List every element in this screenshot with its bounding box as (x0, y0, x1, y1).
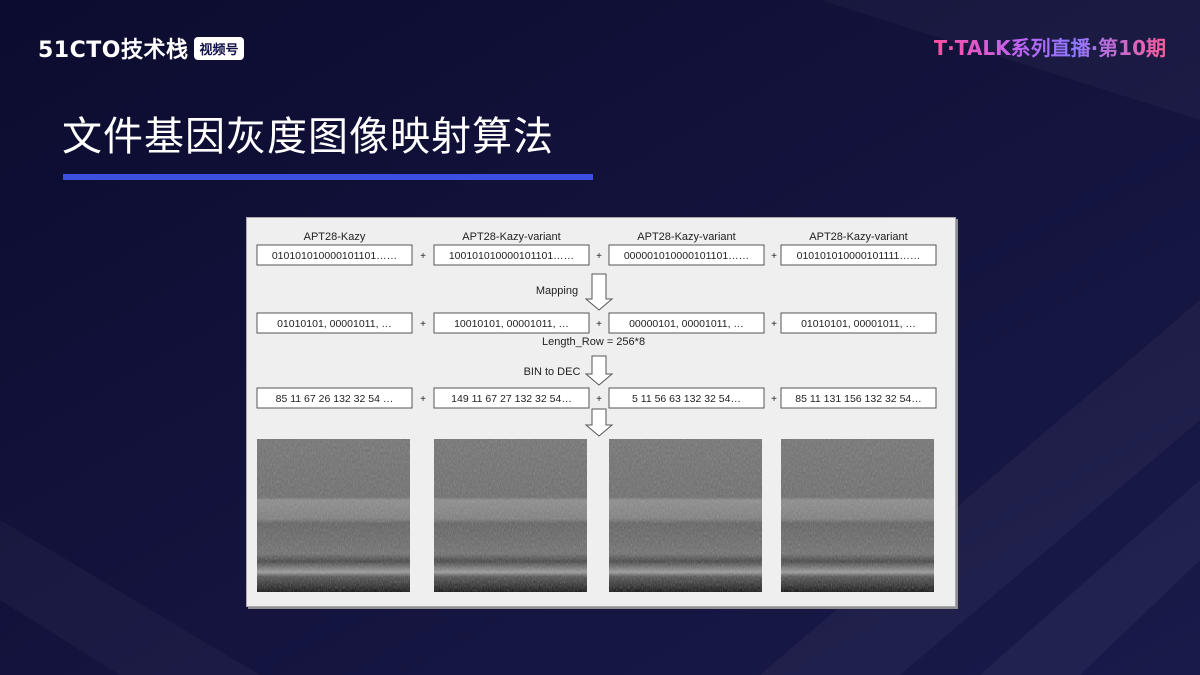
step-label-mapping: Mapping (536, 285, 578, 297)
row-decimal-box-3 (608, 387, 765, 409)
row-bytes-text-4: 01010101, 00001011, … (801, 318, 916, 330)
plus-sign-row-decimal-2: + (596, 394, 602, 405)
series-label: T·TALK系列直播·第10期 (934, 32, 1166, 61)
row-bytes-text-3: 00000101, 00001011, … (629, 318, 744, 330)
plus-sign-row-binary-1: + (420, 251, 426, 262)
down-arrow-bin-to-dec (584, 355, 614, 386)
row-bytes-text-1: 01010101, 00001011, … (277, 318, 392, 330)
column-label-3: APT28-Kazy-variant (637, 231, 735, 243)
brand-logo-text: 51CTO技术栈 (38, 38, 189, 63)
column-label-4: APT28-Kazy-variant (809, 231, 907, 243)
row-binary-box-1 (256, 244, 413, 266)
mapping-diagram-svg: APT28-Kazy 010101010000101101…… 01010101, … (256, 231, 937, 592)
row-bytes-box-4 (780, 312, 937, 334)
column-label-1: APT28-Kazy (304, 231, 366, 243)
down-arrow-to-image (584, 408, 614, 437)
row-decimal-text-2: 149 11 67 27 132 32 54… (451, 393, 572, 405)
row-binary-text-3: 000001010000101101…… (624, 250, 749, 262)
grayscale-image-noise-4 (781, 439, 934, 592)
row-decimal-box-4 (780, 387, 937, 409)
row-bytes-box-1 (256, 312, 413, 334)
step-label-bin-to-dec: BIN to DEC (524, 366, 581, 378)
row-binary-box-3 (608, 244, 765, 266)
row-bytes-box-3 (608, 312, 765, 334)
row-binary-box-4 (780, 244, 937, 266)
row-binary-box-2 (433, 244, 590, 266)
plus-sign-row-bytes-3: + (771, 319, 777, 330)
plus-sign-row-bytes-1: + (420, 319, 426, 330)
grayscale-image-noise-1 (257, 439, 410, 592)
plus-sign-row-binary-3: + (771, 251, 777, 262)
row-binary-text-2: 100101010000101101…… (449, 250, 574, 262)
plus-sign-row-decimal-3: + (771, 394, 777, 405)
step-label-length-row: Length_Row = 256*8 (542, 336, 645, 348)
slide-title: 文件基因灰度图像映射算法 (62, 114, 554, 160)
plus-sign-row-binary-2: + (596, 251, 602, 262)
mapping-diagram: APT28-Kazy 010101010000101101…… 01010101, … (246, 217, 956, 607)
grayscale-image-noise-2 (434, 439, 587, 592)
down-arrow-mapping (584, 273, 614, 311)
column-label-2: APT28-Kazy-variant (462, 231, 560, 243)
title-underline (63, 174, 593, 180)
plus-sign-row-bytes-2: + (596, 319, 602, 330)
plus-sign-row-decimal-1: + (420, 394, 426, 405)
brand-logo: 51CTO技术栈 视频号 (38, 32, 244, 64)
row-decimal-text-3: 5 11 56 63 132 32 54… (632, 393, 741, 405)
grayscale-image-noise-3 (609, 439, 762, 592)
row-binary-text-4: 010101010000101111…… (797, 250, 921, 262)
row-decimal-box-2 (433, 387, 590, 409)
row-decimal-text-1: 85 11 67 26 132 32 54 … (276, 393, 394, 405)
row-bytes-box-2 (433, 312, 590, 334)
row-decimal-text-4: 85 11 131 156 132 32 54… (795, 393, 922, 405)
row-binary-text-1: 010101010000101101…… (272, 250, 397, 262)
row-decimal-box-1 (256, 387, 413, 409)
row-bytes-text-2: 10010101, 00001011, … (454, 318, 569, 330)
brand-logo-badge: 视频号 (194, 36, 244, 60)
